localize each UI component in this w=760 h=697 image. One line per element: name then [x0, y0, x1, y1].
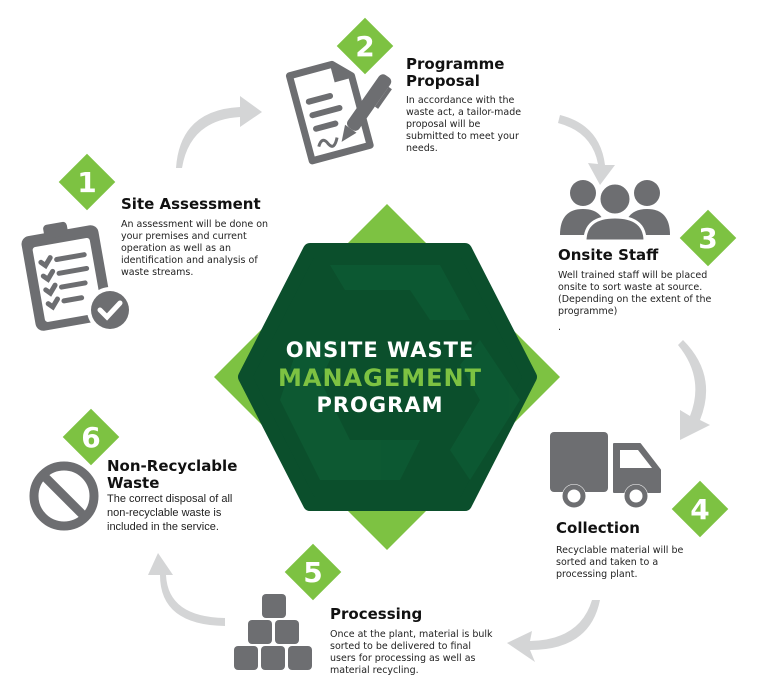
step-4-number: 4	[690, 492, 710, 526]
step-2-title: Programme Proposal	[406, 55, 505, 90]
step-3-number: 3	[698, 221, 718, 255]
step-3-title: Onsite Staff	[558, 246, 659, 264]
stacked-blocks-icon	[234, 594, 312, 670]
clipboard-checklist-icon	[21, 221, 133, 333]
step-5-number: 5	[303, 555, 323, 589]
step-2-number: 2	[355, 29, 375, 63]
step-1-number: 1	[77, 165, 97, 199]
center-title-line1: ONSITE WASTE	[285, 338, 475, 362]
step-5-description: Once at the plant, material is bulk sort…	[330, 629, 493, 676]
step-1-description: An assessment will be done on your premi…	[121, 219, 269, 278]
step-5-title: Processing	[330, 605, 423, 623]
people-group-icon	[560, 180, 670, 243]
document-pen-icon	[285, 60, 392, 165]
step-6-number: 6	[81, 420, 101, 454]
step-6-description: The correct disposal of all non-recyclab…	[107, 493, 233, 533]
step-4-title: Collection	[556, 519, 640, 537]
recycle-watermark-icon	[280, 265, 520, 480]
step-4-description: Recyclable material will be sorted and t…	[556, 545, 684, 580]
step-1-title: Site Assessment	[121, 195, 261, 213]
step-6-title: Non-Recyclable Waste	[107, 457, 238, 492]
step-3-description: Well trained staff will be placed onsite…	[558, 270, 712, 317]
center-title-line2: MANAGEMENT	[278, 364, 482, 392]
step-3-extra: .	[558, 322, 562, 333]
truck-icon	[550, 432, 661, 508]
step-2-description: In accordance with the waste act, a tail…	[406, 95, 522, 154]
center-title-line3: PROGRAM	[316, 393, 444, 417]
prohibited-icon	[29, 461, 99, 531]
